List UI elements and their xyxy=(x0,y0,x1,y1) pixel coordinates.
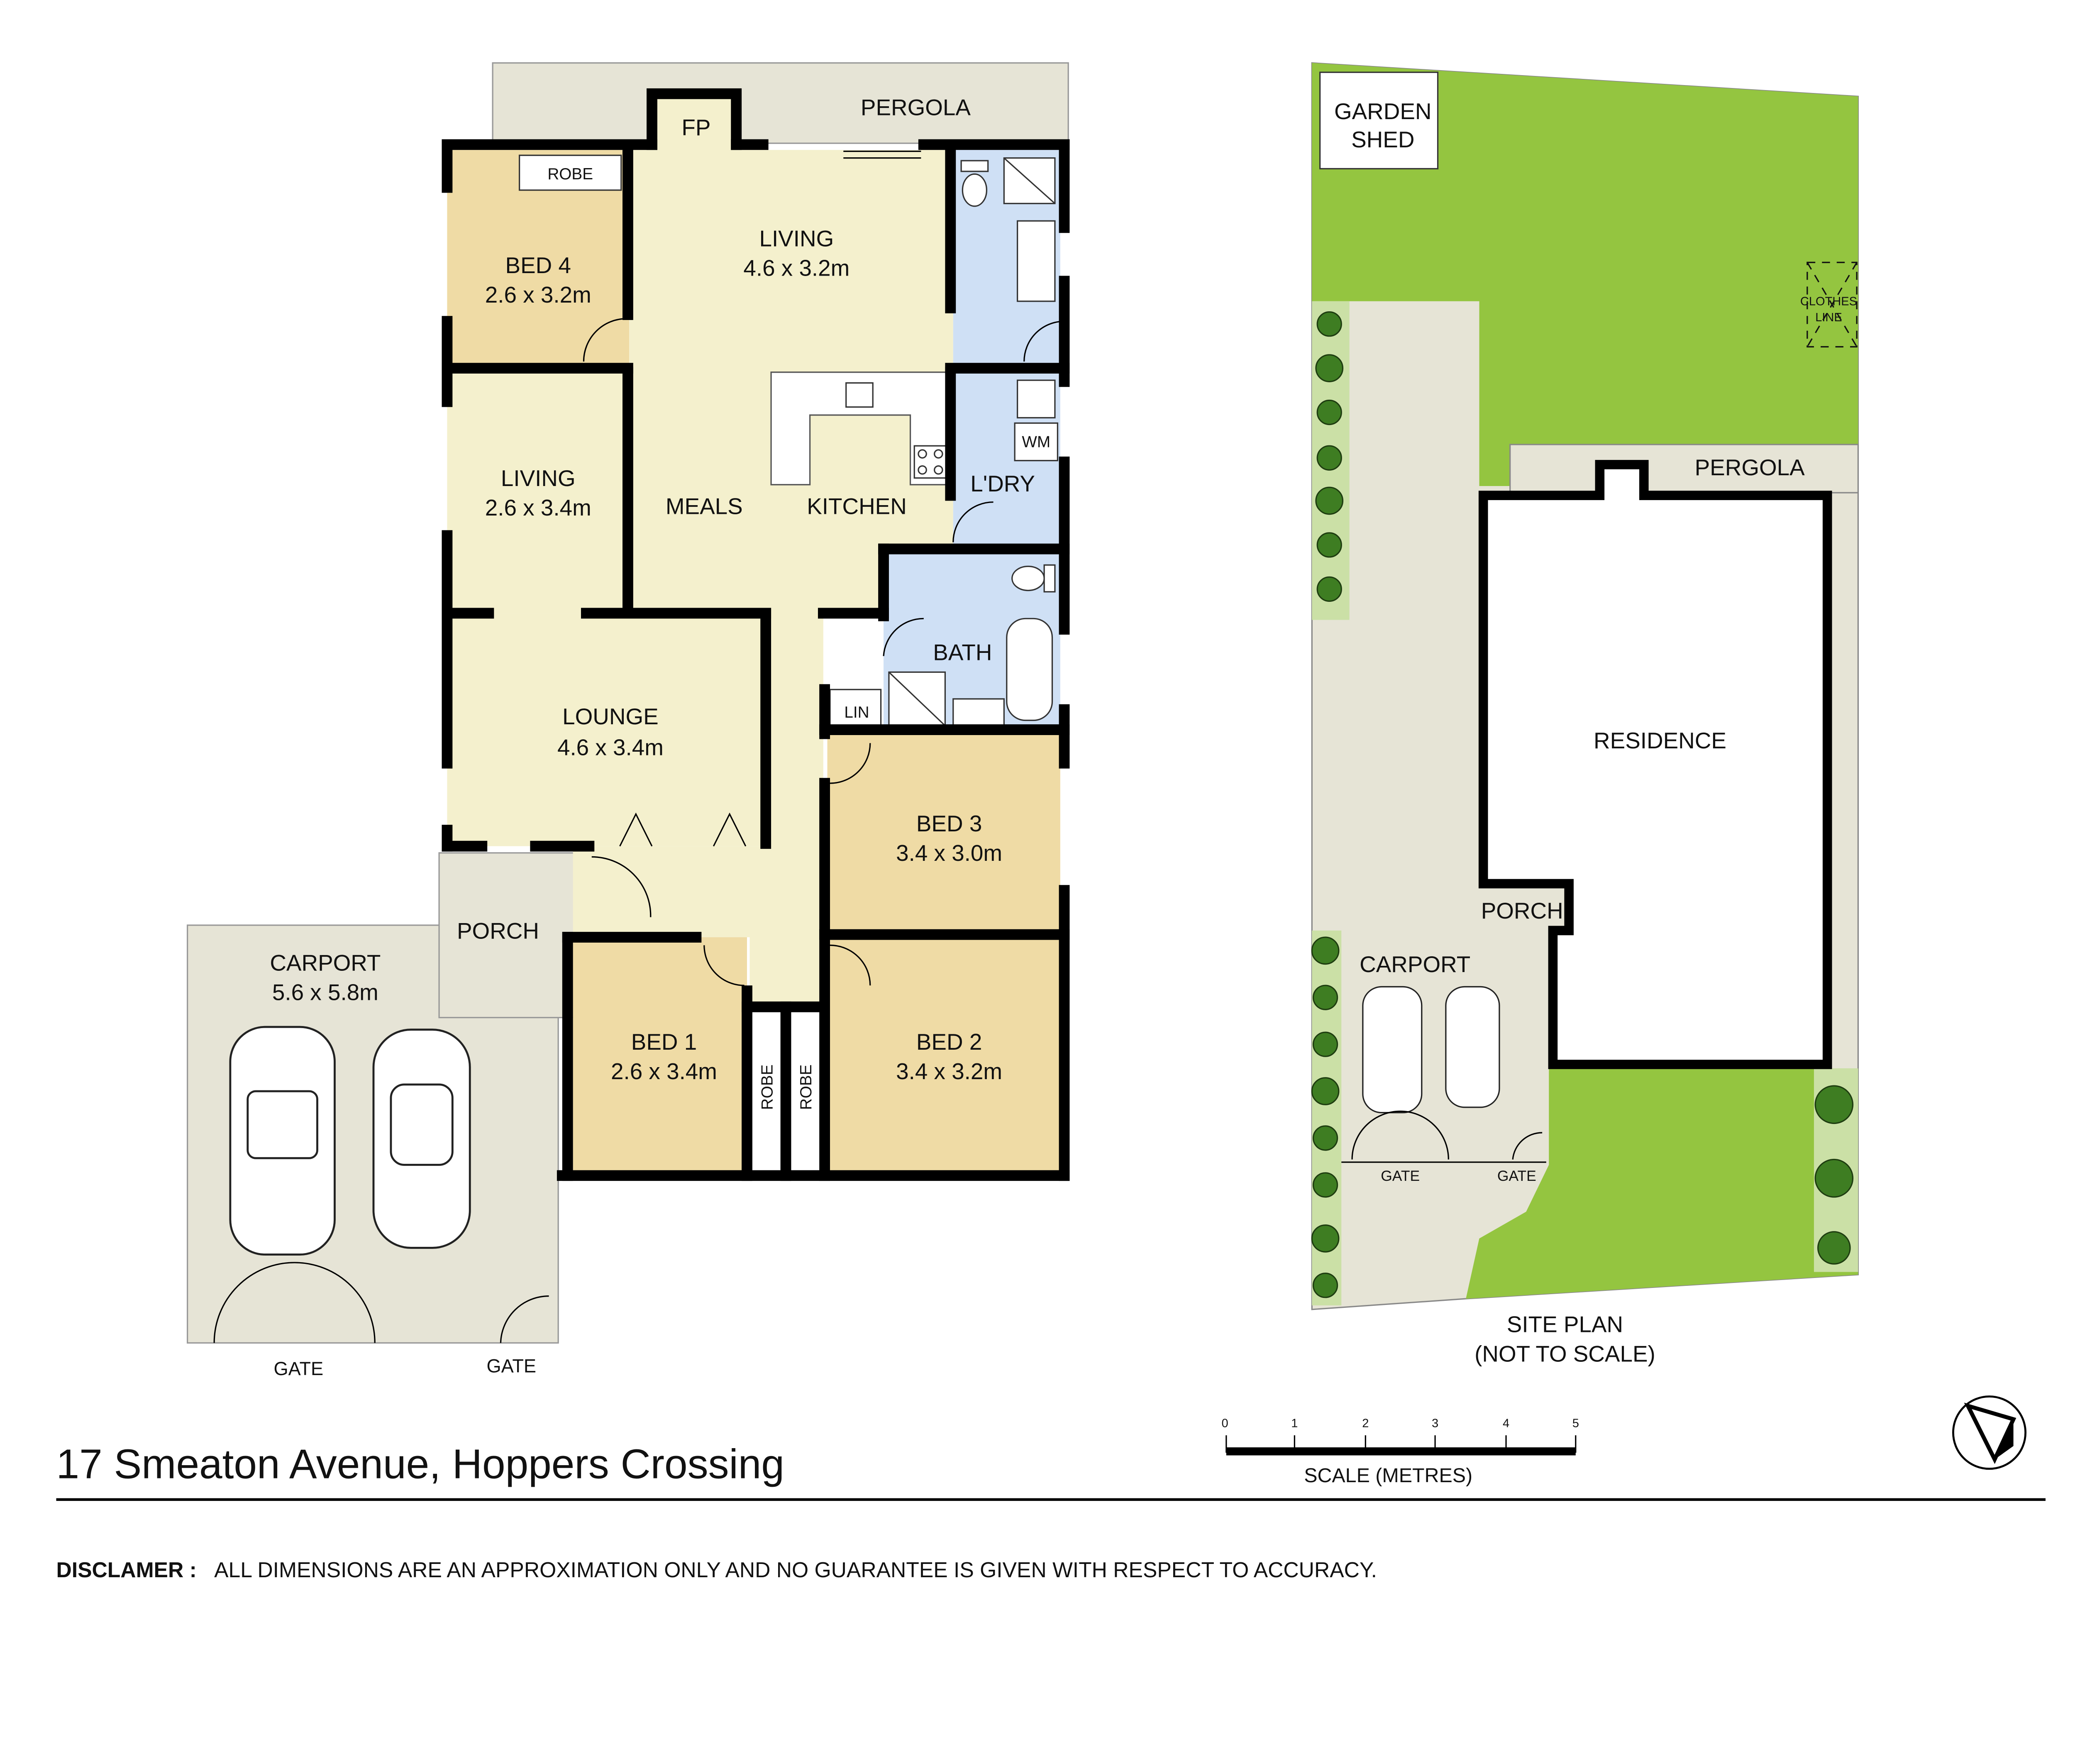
residence-label: RESIDENCE xyxy=(1594,728,1726,753)
site-porch-label: PORCH xyxy=(1481,898,1563,924)
bed3-size: 3.4 x 3.0m xyxy=(896,840,1002,866)
basin-icon xyxy=(952,698,1005,726)
garden-shed-label-1: GARDEN xyxy=(1334,98,1432,124)
scale-bar: 0 1 2 3 4 5 SCALE (METRES) xyxy=(1222,1417,1579,1487)
bath-label: BATH xyxy=(933,639,992,665)
clothes-line-icon xyxy=(1806,261,1858,348)
linen-box xyxy=(829,689,882,731)
site-gate1-label: GATE xyxy=(1381,1168,1420,1184)
living-meals-kitchen xyxy=(573,96,953,1004)
bed3-name: BED 3 xyxy=(916,811,982,836)
pergola-area xyxy=(492,62,1069,144)
gate1-label: GATE xyxy=(274,1358,324,1379)
laundry-label: L'DRY xyxy=(970,471,1035,496)
site-plan-caption-1: SITE PLAN xyxy=(1507,1312,1623,1337)
bath-toilet-icon xyxy=(1011,564,1056,593)
scale-tick-5: 5 xyxy=(1572,1417,1579,1430)
gate2-label: GATE xyxy=(486,1355,536,1376)
back-yard-grass xyxy=(1312,63,1858,486)
washing-machine-box xyxy=(1014,422,1058,462)
shrub-icons xyxy=(1311,311,1854,1298)
site-plan: GARDEN SHED CLOTHES LINE PERGOLA RESIDEN… xyxy=(1311,62,1859,1367)
car-icon xyxy=(1445,986,1500,1108)
fp-label: FP xyxy=(681,115,710,140)
floor-plan: PERGOLA FP ROBE BED 4 2.6 x 3.2m LIVING … xyxy=(187,62,1070,1379)
bed2-name: BED 2 xyxy=(916,1029,982,1055)
floor-plan-sheet: PERGOLA FP ROBE BED 4 2.6 x 3.2m LIVING … xyxy=(56,62,2046,1582)
robe1-label: ROBE xyxy=(758,1065,776,1110)
meals-label: MEALS xyxy=(666,494,743,519)
bed1-size: 2.6 x 3.4m xyxy=(611,1058,717,1084)
sink-icon xyxy=(845,382,874,408)
toilet-icon xyxy=(960,160,989,207)
robe2-label: ROBE xyxy=(797,1065,815,1110)
living2-size: 2.6 x 3.4m xyxy=(485,495,591,520)
walls xyxy=(442,88,1070,1181)
scale-tick-1: 1 xyxy=(1291,1417,1298,1430)
scale-tick-4: 4 xyxy=(1503,1417,1509,1430)
gate-swings xyxy=(213,1262,549,1343)
shower-icon xyxy=(1003,157,1056,204)
clothes-line-label-2: LINE xyxy=(1815,311,1842,324)
living2-room xyxy=(447,372,630,613)
door-swings xyxy=(583,150,1064,986)
disclaimer-label: DISCLAMER : xyxy=(56,1558,196,1582)
bed4-name: BED 4 xyxy=(505,252,571,278)
living2-name: LIVING xyxy=(501,465,576,491)
bed1-name: BED 1 xyxy=(631,1029,697,1055)
lounge-room xyxy=(447,613,766,846)
scale-label: SCALE (METRES) xyxy=(1304,1464,1472,1487)
vanity-icon xyxy=(1017,220,1056,302)
pergola-label: PERGOLA xyxy=(861,94,971,120)
carport-name: CARPORT xyxy=(270,950,381,976)
disclaimer-text: ALL DIMENSIONS ARE AN APPROXIMATION ONLY… xyxy=(214,1558,1377,1582)
wm-label: WM xyxy=(1022,433,1050,451)
front-yard-grass xyxy=(1466,1068,1858,1299)
site-gate2-label: GATE xyxy=(1497,1168,1536,1184)
site-gate-swings xyxy=(1341,1110,1546,1163)
scale-tick-2: 2 xyxy=(1362,1417,1369,1430)
bed4-size: 2.6 x 3.2m xyxy=(485,282,591,308)
scale-tick-3: 3 xyxy=(1432,1417,1438,1430)
north-arrow-icon xyxy=(1952,1395,2027,1470)
bed2-room xyxy=(827,937,1060,1172)
laundry-tub-icon xyxy=(1017,379,1056,419)
living-main-name: LIVING xyxy=(759,226,834,252)
site-carport-label: CARPORT xyxy=(1360,951,1470,977)
car-icon xyxy=(372,1029,471,1249)
scale-tick-0: 0 xyxy=(1222,1417,1228,1430)
clothes-line-label-1: CLOTHES xyxy=(1800,295,1857,308)
garden-shed xyxy=(1319,71,1439,170)
site-pergola xyxy=(1509,444,1859,494)
site-pergola-label: PERGOLA xyxy=(1695,454,1805,480)
shower-bath-icon xyxy=(888,671,946,726)
bed3-room xyxy=(827,733,1060,935)
kitchen-label: KITCHEN xyxy=(807,494,907,519)
property-address-title: 17 Smeaton Avenue, Hoppers Crossing xyxy=(56,1441,784,1487)
site-plan-caption-2: (NOT TO SCALE) xyxy=(1474,1341,1655,1367)
garden-shed-label-2: SHED xyxy=(1351,127,1414,152)
lounge-name: LOUNGE xyxy=(562,704,659,729)
car-icon xyxy=(1362,986,1423,1114)
lounge-size: 4.6 x 3.4m xyxy=(557,734,664,760)
robe-bed4-label: ROBE xyxy=(547,165,593,183)
bed2-size: 3.4 x 3.2m xyxy=(896,1058,1002,1084)
car-icon xyxy=(229,1026,336,1256)
carport-size: 5.6 x 5.8m xyxy=(272,980,378,1005)
living-main-size: 4.6 x 3.2m xyxy=(743,255,850,281)
lin-label: LIN xyxy=(844,704,869,721)
porch-label: PORCH xyxy=(457,918,539,943)
bathtub-icon xyxy=(1006,618,1053,721)
robe-bed4-box xyxy=(519,154,622,191)
residence xyxy=(1478,460,1832,1069)
